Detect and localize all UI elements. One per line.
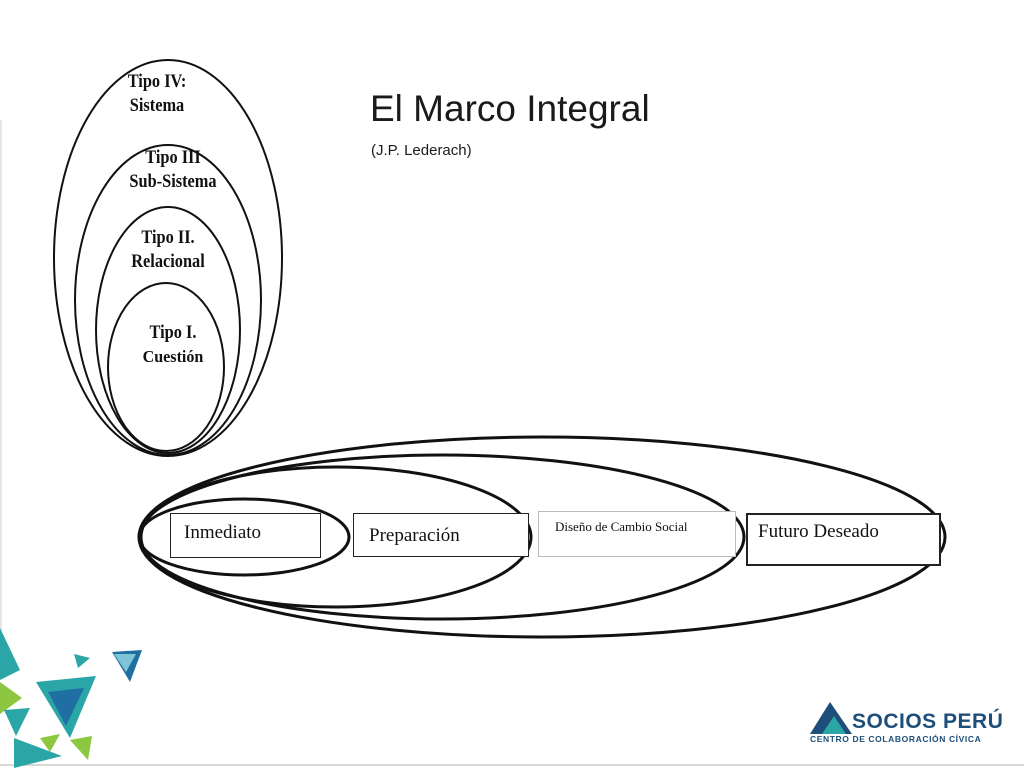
deco-triangle	[0, 628, 20, 680]
slide-title: El Marco Integral	[370, 88, 650, 129]
stage-label-preparacion: Preparación	[369, 525, 460, 546]
logo-mountain-icon	[810, 702, 852, 734]
deco-triangle	[4, 708, 30, 736]
stage-box-preparacion: Preparación	[353, 513, 529, 557]
deco-triangle	[0, 682, 22, 714]
label-tipo-i-line2: Cuestión	[142, 347, 204, 366]
ellipse-tipo-iii	[74, 144, 262, 456]
ellipse-inmediato	[137, 497, 351, 577]
stage-label-diseno: Diseño de Cambio Social	[555, 519, 688, 534]
label-tipo-ii-line1: Tipo II.	[141, 227, 195, 248]
label-tipo-iv-line2: Sistema	[129, 95, 185, 116]
stage-box-diseno: Diseño de Cambio Social	[538, 511, 736, 557]
label-tipo-ii-line2: Relacional	[131, 251, 205, 272]
ellipse-tipo-ii	[95, 206, 241, 454]
logo-name: SOCIOS PERÚ	[852, 710, 1004, 733]
stage-box-futuro-deseado: Futuro Deseado	[746, 513, 941, 566]
ellipse-tipo-i	[107, 282, 225, 452]
label-tipo-iii-line2: Sub-Sistema	[129, 171, 217, 192]
stage-box-inmediato: Inmediato	[170, 513, 321, 558]
deco-triangle	[114, 654, 136, 672]
slide-left-border	[0, 120, 2, 640]
deco-triangle	[70, 736, 92, 760]
label-tipo-iv-line1: Tipo IV:	[127, 71, 187, 92]
label-tipo-ii: Tipo II. Relacional	[120, 226, 216, 274]
stage-label-inmediato: Inmediato	[184, 522, 262, 543]
label-tipo-iii-line1: Tipo III	[145, 147, 201, 168]
deco-triangle	[14, 738, 62, 768]
socios-peru-logo: SOCIOS PERÚ CENTRO DE COLABORACIÓN CÍVIC…	[806, 698, 1004, 746]
slide-subtitle: (J.P. Lederach)	[371, 142, 472, 159]
deco-triangle	[74, 654, 90, 668]
decorative-triangles	[0, 628, 142, 768]
deco-triangle	[48, 688, 84, 726]
stage-label-futuro-deseado: Futuro Deseado	[758, 521, 879, 542]
label-tipo-i: Tipo I. Cuestión	[133, 321, 214, 369]
slide-bottom-border	[0, 764, 1024, 766]
logo-tagline: CENTRO DE COLABORACIÓN CÍVICA	[810, 734, 982, 744]
label-tipo-i-line1: Tipo I.	[149, 322, 197, 343]
label-tipo-iv: Tipo IV: Sistema	[118, 70, 195, 118]
ellipse-preparacion	[139, 465, 533, 609]
label-tipo-iii: Tipo III Sub-Sistema	[119, 146, 227, 194]
deco-triangle	[40, 734, 60, 752]
